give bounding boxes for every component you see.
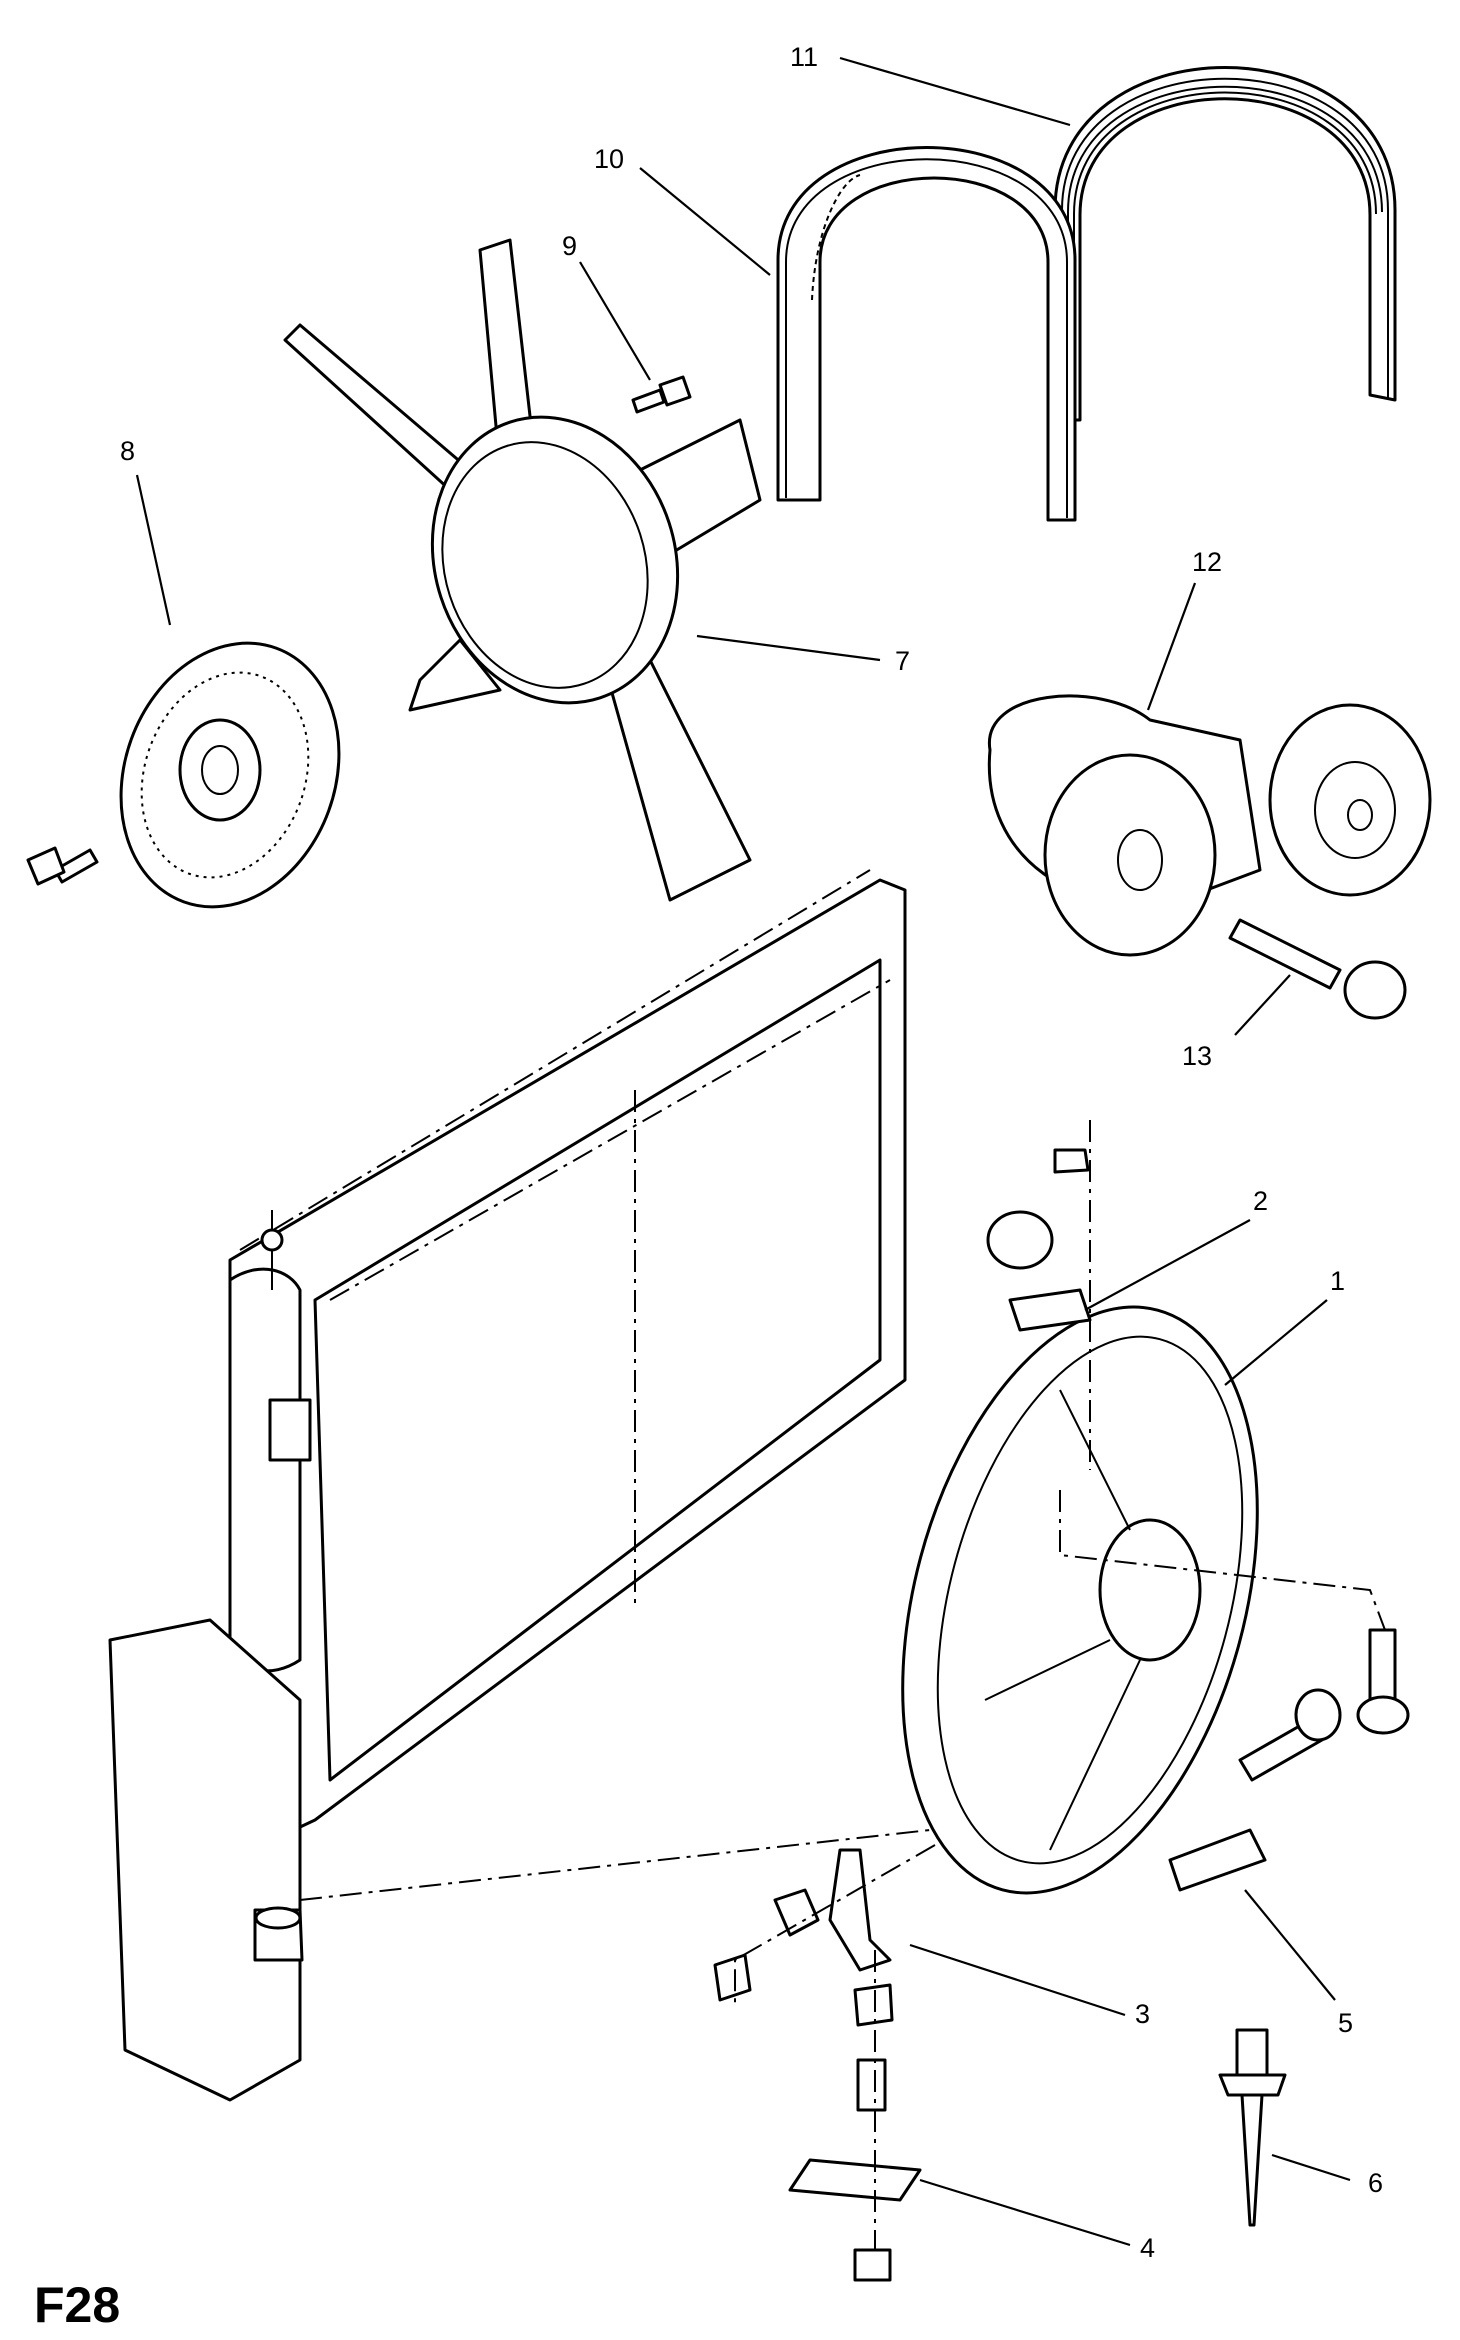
callout-1: 1 (1330, 1266, 1345, 1296)
radiator-mount-rubber (253, 1906, 304, 1962)
leader-lines (135, 56, 1351, 2247)
callout-3: 3 (1135, 1999, 1150, 2029)
callout-12: 12 (1192, 547, 1222, 577)
callout-13: 13 (1182, 1041, 1212, 1071)
callout-5: 5 (1338, 2008, 1353, 2038)
clutch-bolt (26, 846, 99, 886)
callout-9: 9 (562, 231, 577, 261)
callout-8: 8 (120, 436, 135, 466)
upper-bracket (986, 1148, 1092, 1332)
v-belt (776, 146, 1077, 522)
callout-2: 2 (1253, 1186, 1268, 1216)
lower-bracket (713, 1848, 892, 2002)
bolt-9 (631, 375, 692, 414)
callout-10: 10 (594, 144, 624, 174)
radiator (108, 869, 907, 2102)
fan-bolts (1238, 1628, 1410, 1782)
figure-code: F28 (34, 2277, 120, 2333)
electric-fan-shroud (901, 1305, 1259, 1895)
belt-tensioner (987, 694, 1432, 957)
callout-labels: 1 2 3 4 5 6 7 8 9 10 11 12 13 (120, 42, 1383, 2263)
ribbed-belt (1053, 66, 1397, 422)
callout-11: 11 (790, 42, 818, 72)
tensioner-bolt (1228, 918, 1407, 1020)
lower-mount-bracket (788, 1983, 922, 2282)
callout-4: 4 (1140, 2233, 1155, 2263)
rivet (1218, 2028, 1287, 2227)
callout-6: 6 (1368, 2168, 1383, 2198)
small-bracket (1168, 1828, 1267, 1892)
engine-fan (283, 238, 762, 902)
callout-7: 7 (895, 646, 910, 676)
assembly-lines (299, 1120, 1386, 2250)
fan-clutch (119, 641, 341, 909)
